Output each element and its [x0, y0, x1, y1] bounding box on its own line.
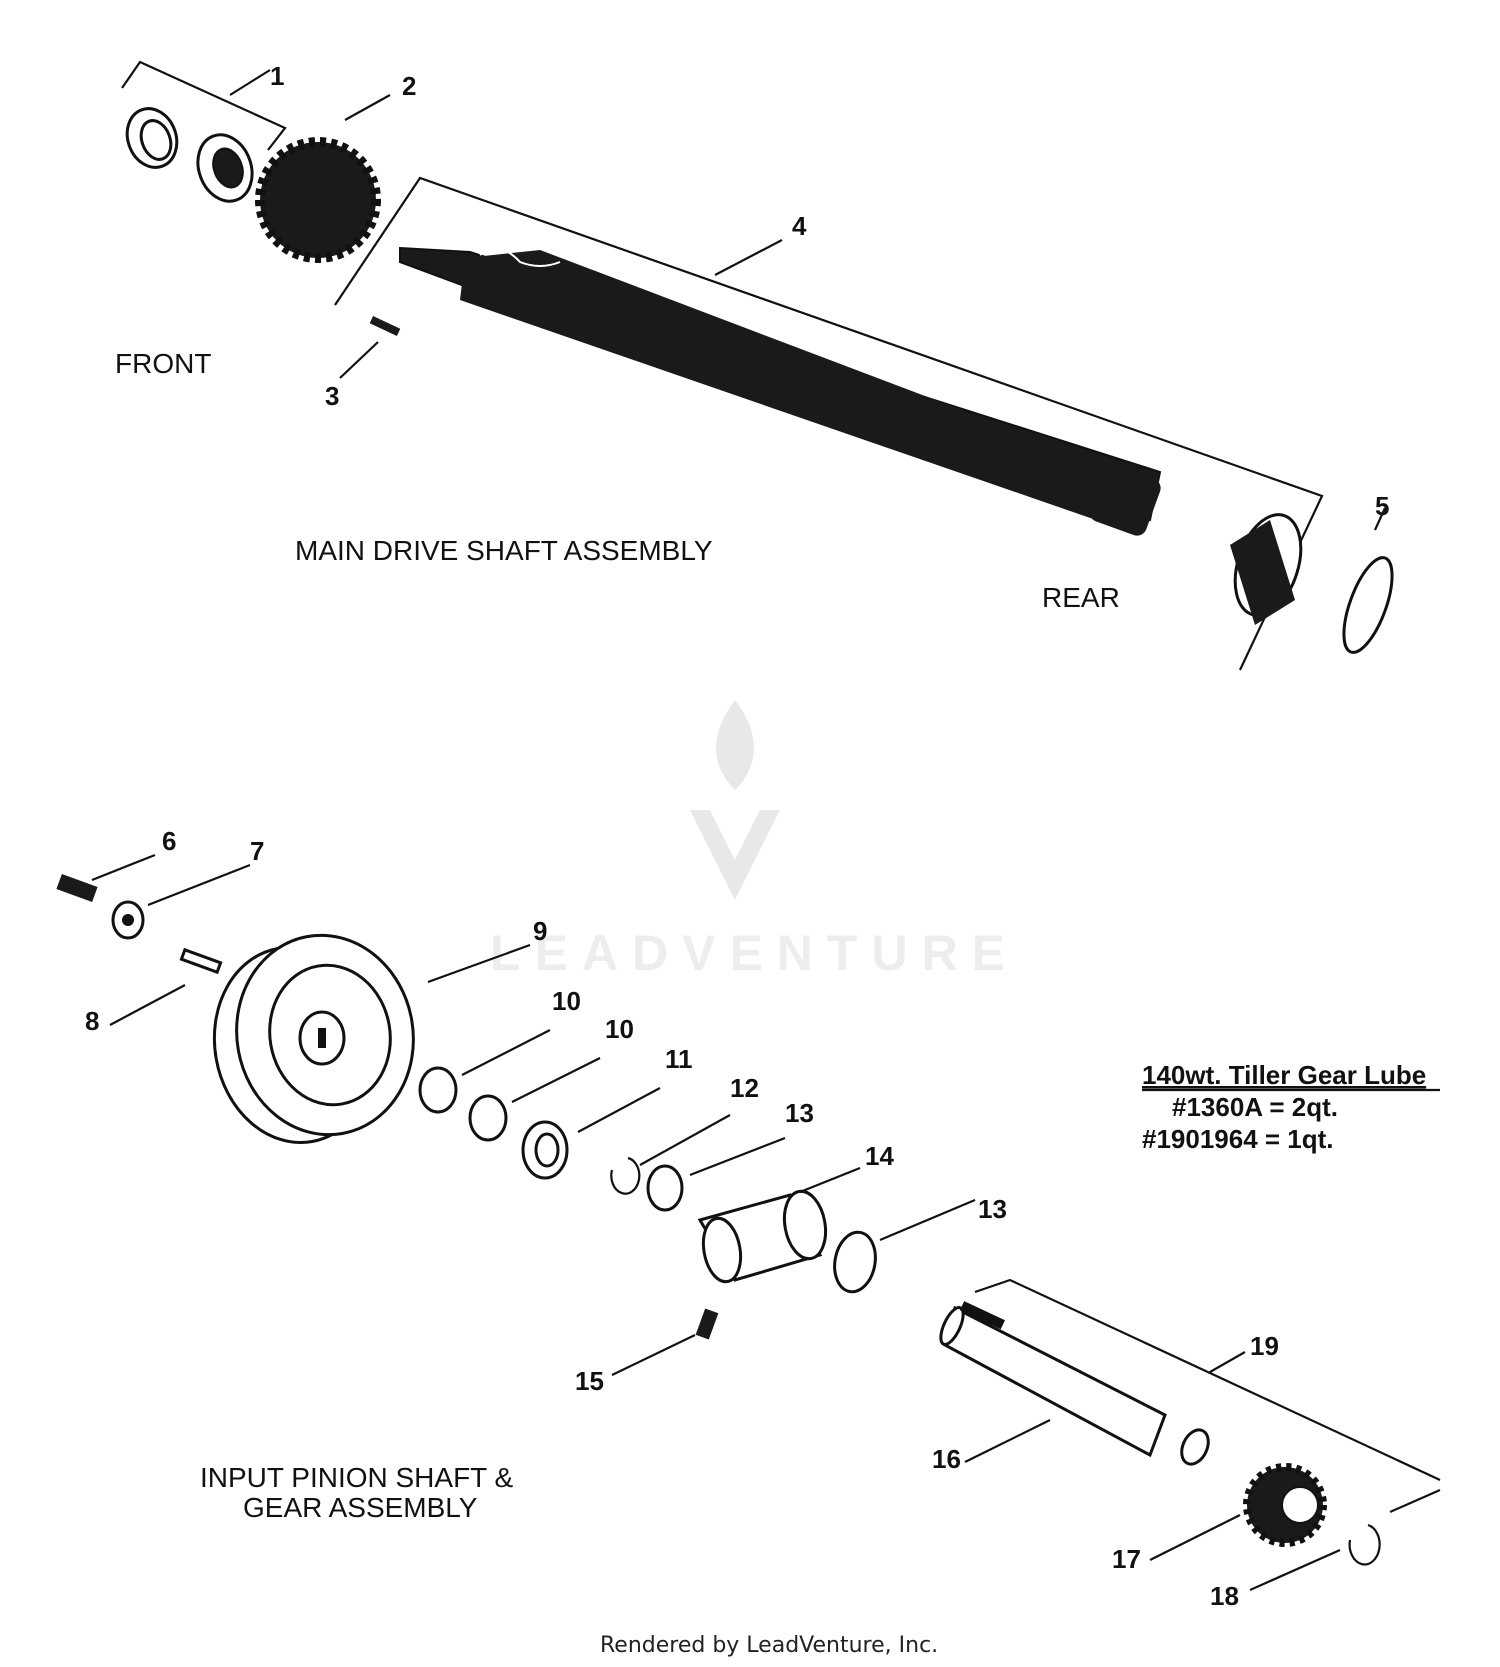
thrust-washer-13a — [646, 1136, 786, 1212]
bracket-item-1 — [121, 60, 287, 151]
watermark-text: LEADVENTURE — [490, 925, 1019, 981]
pinion-shaft — [939, 1301, 1210, 1466]
o-ring — [1342, 507, 1394, 654]
callout-19: 19 — [1250, 1331, 1279, 1361]
footer-credit: Rendered by LeadVenture, Inc. — [600, 1633, 938, 1658]
callout-13a: 13 — [785, 1098, 814, 1128]
thrust-washer-13b — [833, 1198, 976, 1294]
callout-11: 11 — [665, 1044, 693, 1074]
main-assembly-title: MAIN DRIVE SHAFT ASSEMBLY — [295, 535, 713, 566]
pinion-assembly-title-line1: INPUT PINION SHAFT & — [200, 1462, 514, 1493]
set-screw-15 — [611, 1308, 719, 1376]
callout-6: 6 — [162, 826, 176, 856]
seal-10b — [468, 1057, 601, 1142]
lube-note-line1: #1360A = 2qt. — [1172, 1092, 1338, 1122]
callout-9: 9 — [533, 916, 547, 946]
lube-note-line2: #1901964 = 1qt. — [1142, 1124, 1334, 1154]
callout-14: 14 — [865, 1141, 894, 1171]
callout-16: 16 — [932, 1444, 961, 1474]
bearing-cup — [125, 107, 179, 169]
worm-shaft — [399, 246, 1162, 536]
callout-17: 17 — [1112, 1544, 1141, 1574]
cone-bearing — [196, 133, 254, 203]
bolt — [56, 853, 156, 903]
spacer-tube-14 — [697, 1166, 861, 1284]
spur-gear — [255, 94, 391, 263]
washer — [111, 863, 251, 940]
snap-ring-12 — [610, 1114, 731, 1195]
front-label: FRONT — [115, 348, 211, 379]
callout-13b: 13 — [978, 1194, 1007, 1224]
bracket-item-19 — [974, 1278, 1441, 1514]
bearing-11 — [521, 1087, 661, 1180]
watermark-logo — [690, 700, 780, 900]
pulley — [212, 933, 531, 1145]
callout-10a: 10 — [552, 986, 581, 1016]
callout-7: 7 — [250, 836, 264, 866]
key — [109, 947, 223, 1026]
rear-bearing-cup — [1230, 513, 1303, 625]
rear-label: REAR — [1042, 582, 1120, 613]
lube-note-title: 140wt. Tiller Gear Lube — [1142, 1060, 1426, 1090]
pinion-gear — [1149, 1463, 1327, 1561]
roll-pin — [339, 316, 401, 379]
callout-10b: 10 — [605, 1014, 634, 1044]
snap-ring-18 — [1249, 1523, 1381, 1592]
callout-18: 18 — [1210, 1581, 1239, 1611]
seal-10a — [418, 1029, 551, 1114]
callout-12: 12 — [730, 1073, 759, 1103]
callout-3: 3 — [325, 381, 339, 411]
callout-15: 15 — [575, 1366, 604, 1396]
callout-2: 2 — [402, 71, 416, 101]
pinion-assembly-title-line2: GEAR ASSEMBLY — [243, 1492, 478, 1523]
callout-4: 4 — [792, 211, 807, 241]
callout-5: 5 — [1375, 491, 1389, 521]
callout-8: 8 — [85, 1006, 99, 1036]
callout-1: 1 — [270, 61, 284, 91]
